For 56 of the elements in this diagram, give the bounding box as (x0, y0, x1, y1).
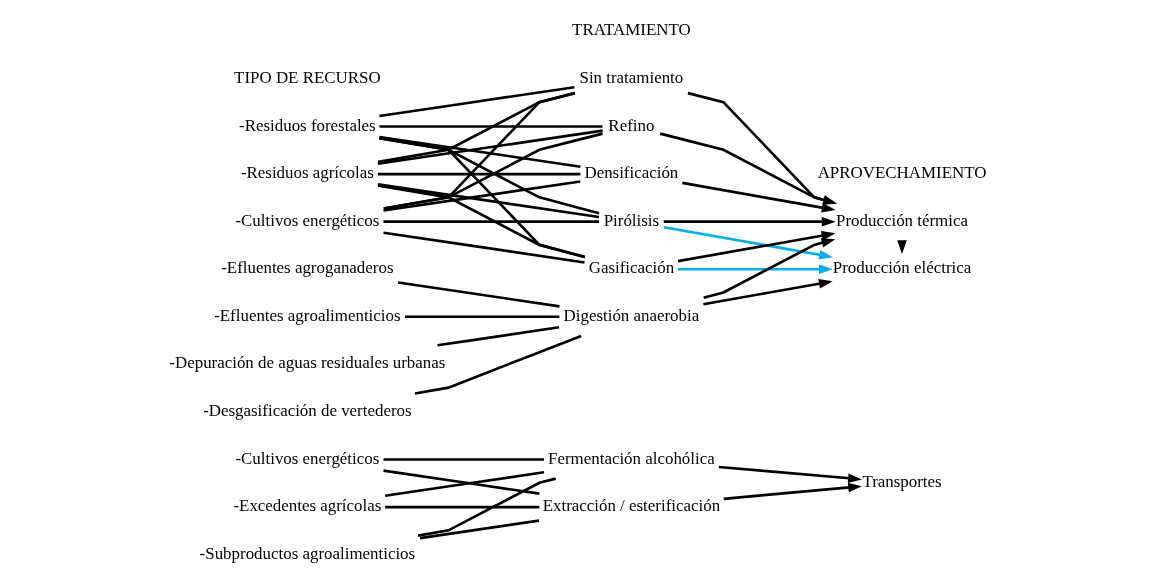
connector (405, 315, 560, 319)
node-text: Sin tratamiento (579, 67, 684, 87)
label: TIPO DE RECURSO (234, 67, 381, 87)
node-text: -Depuración de aguas residuales urbanas (169, 353, 446, 373)
node-text: Pirólisis (603, 210, 660, 230)
arrow (663, 216, 836, 227)
connector (383, 458, 545, 461)
connector (377, 129, 603, 166)
node-text: -Excedentes agrícolas (233, 496, 382, 516)
node-text: -Efluentes agroalimenticios (214, 305, 401, 325)
node-text: -Residuos agrícolas (240, 163, 374, 183)
connector (379, 85, 575, 118)
connector (419, 519, 540, 540)
arrow (677, 230, 836, 263)
arrow (682, 181, 836, 213)
connector (383, 180, 581, 212)
arrow (718, 465, 862, 483)
connector (379, 125, 603, 128)
connector (379, 135, 581, 168)
node-text: Digestión anaerobia (563, 305, 700, 325)
label: APROVECHAMIENTO (817, 163, 987, 183)
node-text: -Cultivos energéticos (235, 210, 380, 230)
node-text: Refino (608, 115, 655, 135)
arrow (703, 238, 836, 300)
node-text: -Residuos forestales (239, 115, 376, 135)
node-text: Producción eléctrica (832, 258, 972, 278)
node-text: -Subproductos agroalimenticios (199, 543, 416, 563)
node-text: -Desgasificación de vertederos (203, 400, 412, 420)
node-text: Densificación (584, 163, 679, 183)
node-text: Gasificación (588, 258, 675, 278)
connector (383, 220, 599, 223)
connector (385, 505, 540, 509)
connector (384, 470, 545, 498)
arrow (687, 91, 837, 205)
node-text: Transportes (862, 471, 942, 491)
connector (414, 334, 582, 395)
node-text: Extracción / esterificación (542, 496, 721, 516)
connector (377, 184, 586, 259)
connector (377, 183, 600, 219)
node-text: -Cultivos energéticos (235, 448, 380, 468)
node-text: -Efluentes agroganaderos (221, 258, 394, 278)
connector (379, 136, 586, 259)
node-text: Fermentación alcohólica (548, 448, 715, 468)
connector (417, 477, 556, 537)
label: TRATAMIENTO (572, 20, 691, 40)
arrow (678, 264, 833, 275)
arrow (703, 278, 833, 306)
connector (437, 326, 560, 347)
node-text: Producción térmica (836, 210, 968, 230)
arrow (663, 225, 833, 260)
arrow (659, 132, 837, 205)
connector (377, 172, 581, 176)
connector (383, 469, 540, 495)
connector (397, 281, 560, 308)
arrow (723, 482, 863, 501)
connector (383, 231, 585, 264)
